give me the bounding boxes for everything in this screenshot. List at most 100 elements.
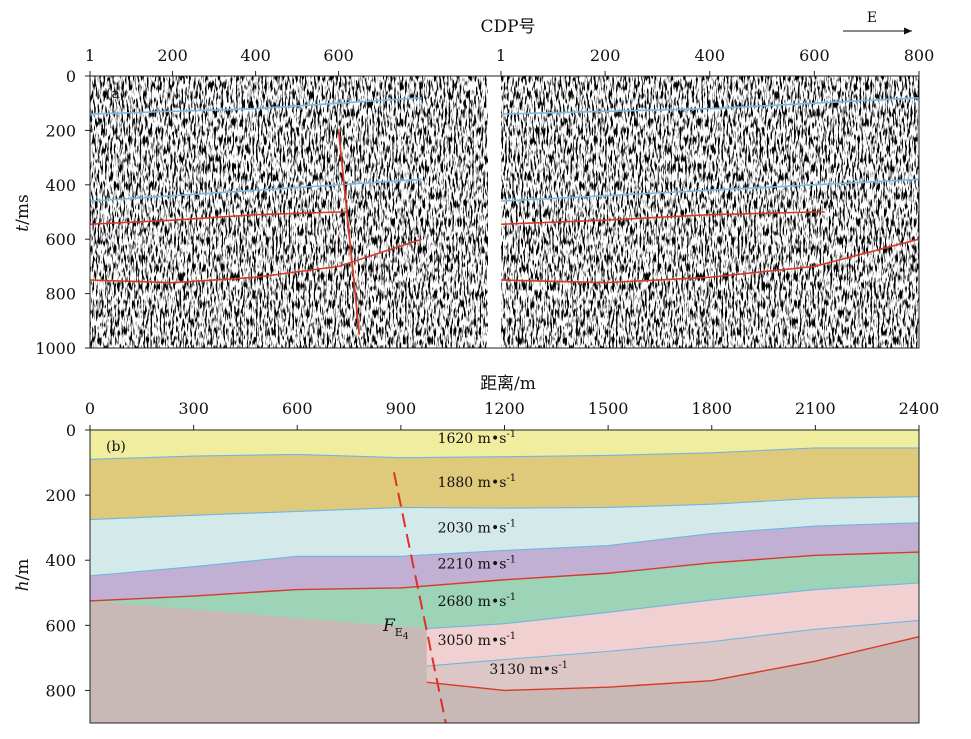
panel-a-y-tick-label: 800 [45,285,76,304]
panel-b-y-axis-title: h/m [13,559,33,592]
velocity-layer [426,620,919,691]
direction-label: E [867,10,877,26]
panel-b-top-tick-label: 2100 [795,399,836,418]
panel-a-top-tick-label: 1 [85,46,95,65]
velocity-value: 3130 [489,662,529,678]
horizon-line-left [90,178,422,202]
velocity-layer [90,552,919,629]
velocity-layer [90,522,919,601]
blue-interface-line [90,447,919,460]
velocity-value: 2680 [438,594,478,610]
panel-a-y-tick-label: 0 [66,67,76,86]
panel-b-label: (b) [106,439,126,455]
direction-arrow [843,27,912,35]
panel-b-y-tick-label: 800 [45,681,76,700]
panel-a-top-tick-label: 200 [590,46,621,65]
horizon-line-right [500,211,825,226]
velocity-layer [426,583,919,667]
velocity-unit: m•s [478,594,507,610]
panel-a-y-tick-label: 600 [45,230,76,249]
panel-b-top-tick-label: 1500 [588,399,629,418]
velocity-unit: m•s [478,475,507,491]
blue-interface-line [90,496,919,521]
velocity-value: 2030 [438,521,478,537]
panel-b-y-tick-label: 400 [45,551,76,570]
panel-a-frame [89,75,920,349]
panel-a-y-tick-label: 200 [45,121,76,140]
velocity-exponent: -1 [506,429,516,440]
velocity-label: 2680 m•s-1 [438,592,517,610]
velocity-unit: m•s [478,521,507,537]
velocity-layer [90,430,919,460]
velocity-label: 2210 m•s-1 [438,554,517,572]
panel-a-label: (a) [106,86,125,102]
velocity-label: 1620 m•s-1 [438,429,517,447]
blue-interface-line [426,619,919,667]
horizon-line-left [90,238,422,284]
velocity-value: 1620 [438,431,478,447]
panel-a-y-tick-label: 1000 [35,339,76,358]
panel-b-top-tick-label: 1800 [691,399,732,418]
horizon-line-left [90,96,422,115]
velocity-unit: m•s [478,431,507,447]
blue-interface-line [90,522,919,577]
panel-b-top-tick-label: 2400 [899,399,940,418]
panel-a-top-tick-label: 200 [157,46,188,65]
horizon-line-right [500,178,919,202]
velocity-unit: m•s [529,662,558,678]
horizon-line-right [500,238,919,284]
panel-b-top-tick-label: 1200 [484,399,525,418]
blue-interface-line [426,582,919,630]
panel-b-top-tick-label: 900 [386,399,417,418]
velocity-layer [90,447,919,520]
horizon-line-left [90,211,347,226]
panel-a-top-tick-label: 800 [904,46,935,65]
red-interface-line [90,551,919,602]
panel-a-top-tick-label: 1 [496,46,506,65]
velocity-label: 2030 m•s-1 [438,519,517,537]
horizon-line-right [500,96,919,115]
fault-line-a [337,130,361,335]
velocity-unit: m•s [478,633,507,649]
velocity-label: 3050 m•s-1 [438,631,517,649]
panel-a-top-tick-label: 600 [323,46,354,65]
velocity-unit: m•s [478,556,507,572]
fault-label-sub: E [395,626,403,639]
panel-a-y-tick-label: 400 [45,176,76,195]
fault-label-subsub: 4 [403,632,409,642]
panel-a-y-unit: /ms [13,194,33,225]
velocity-label: 1880 m•s-1 [438,473,517,491]
fault-line-b [392,472,447,723]
panel-b-y-tick-label: 600 [45,616,76,635]
panel-b-y-var: h [13,580,33,591]
velocity-exponent: -1 [506,592,516,603]
velocity-label: 3130 m•s-1 [489,660,568,678]
panel-b-y-tick-label: 0 [66,421,76,440]
red-interface-line [426,636,919,692]
velocity-value: 1880 [438,475,478,491]
fault-label-main: F [382,616,396,636]
panel-a-y-axis-title: t/ms [13,194,33,231]
panel-b-top-tick-label: 300 [178,399,209,418]
fault-label: FE4 [382,616,409,642]
panel-a-top-tick-label: 400 [694,46,725,65]
panel-b-y-tick-label: 200 [45,486,76,505]
panel-b-top-axis-title: 距离/m [480,374,536,394]
panel-a-top-tick-label: 400 [240,46,271,65]
panel-b: (b) 0 300 600 900 1200 1500 1800 2100 2400 0 200 4… [13,374,940,724]
velocity-value: 3050 [438,633,478,649]
panel-a-top-axis-title: CDP号 [480,17,535,37]
section-gap [488,76,501,348]
velocity-exponent: -1 [506,473,516,484]
velocity-exponent: -1 [506,554,516,565]
panel-a-y-var: t [13,225,33,232]
velocity-exponent: -1 [558,660,568,671]
velocity-exponent: -1 [506,631,516,642]
panel-b-top-tick-label: 600 [282,399,313,418]
panel-a-top-tick-label: 600 [799,46,830,65]
velocity-exponent: -1 [506,519,516,530]
panel-a: (a) 1 200 400 600 1 200 400 600 800 0 200 400 600 80… [13,10,934,358]
panel-b-y-unit: /m [13,559,33,581]
panel-b-top-tick-label: 0 [85,399,95,418]
